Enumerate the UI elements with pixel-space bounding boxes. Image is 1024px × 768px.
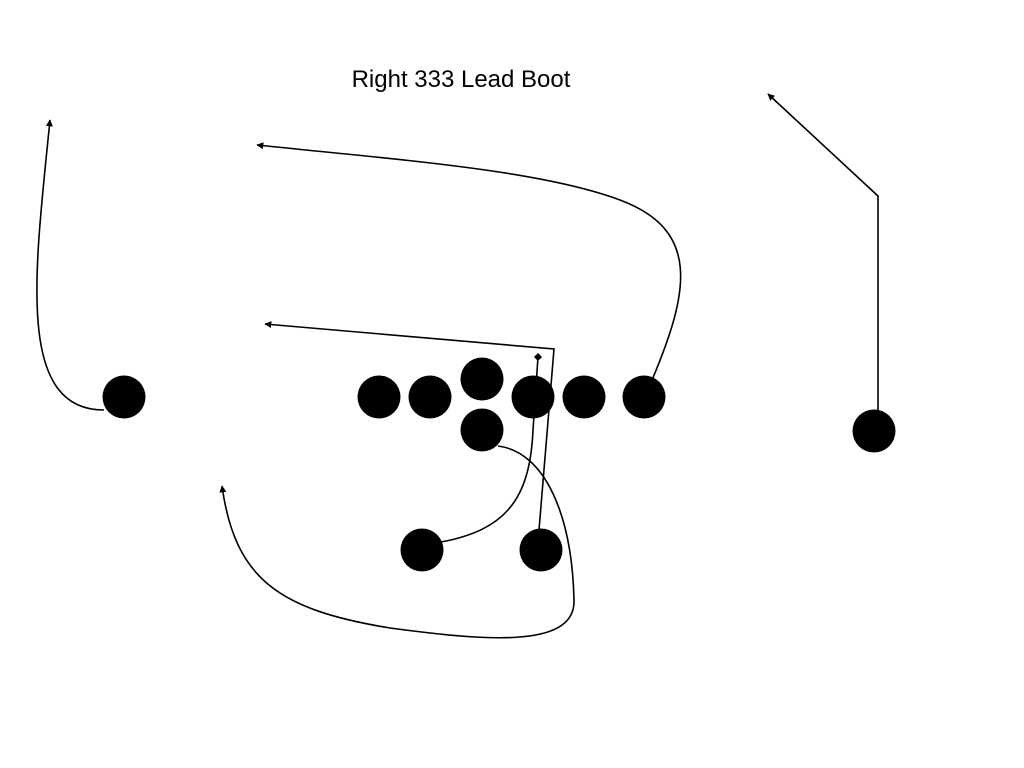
left-wide-receiver (102, 375, 146, 419)
tight-end-wheel-route (256, 142, 682, 381)
left-halfback (400, 528, 444, 572)
play-title: Right 333 Lead Boot (351, 66, 571, 93)
quarterback-boot-route (219, 445, 575, 639)
right-receiver-post-route (767, 93, 879, 410)
fullback-lead-route (440, 353, 542, 543)
right-halfback (519, 528, 563, 572)
left-guard (408, 375, 452, 419)
left-tackle (357, 375, 401, 419)
tight-end (622, 375, 666, 419)
halfback-crossing-route (264, 321, 555, 531)
center (460, 357, 504, 401)
routes-layer (36, 93, 879, 639)
quarterback (460, 408, 504, 452)
players-layer (102, 357, 896, 572)
right-guard (511, 375, 555, 419)
left-receiver-fade-route (36, 119, 105, 411)
right-wide-receiver (852, 409, 896, 453)
right-tackle (562, 375, 606, 419)
